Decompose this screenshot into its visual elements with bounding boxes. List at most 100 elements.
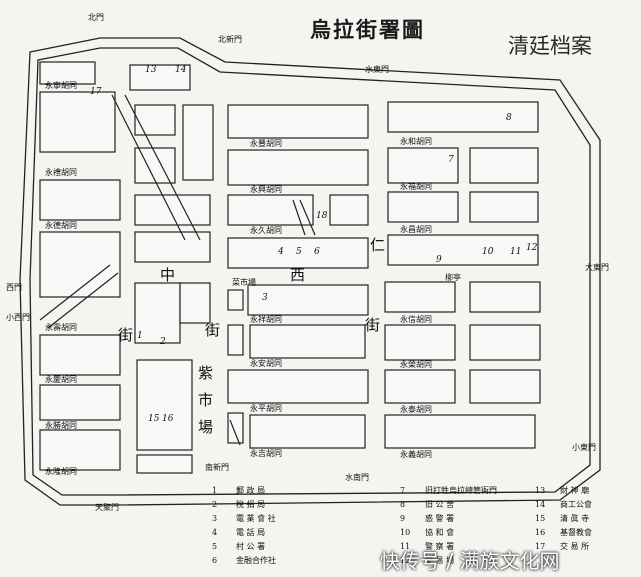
- legend-entry: 惑 警 署: [425, 513, 454, 523]
- lane-yongan: 永安胡同: [250, 358, 282, 368]
- legend-number: 5: [212, 542, 217, 551]
- legend-entry: 村 公 署: [236, 541, 265, 551]
- legend-number: 7: [400, 486, 405, 495]
- legend-number: 12: [400, 556, 410, 565]
- legend-entry: 電 話 局: [236, 527, 265, 537]
- place-number: 8: [506, 113, 512, 123]
- place-number: 11: [510, 247, 521, 257]
- street-chang: 場: [198, 418, 213, 436]
- legend-entry: 交 易 場: [425, 555, 454, 565]
- street-xi: 西: [290, 266, 305, 284]
- gate-west: 西門: [6, 283, 22, 292]
- map-title: 烏拉街署圖: [310, 17, 425, 42]
- legend-number: 15: [535, 514, 545, 523]
- legend-number: 9: [400, 514, 405, 523]
- place-number: 4: [277, 247, 284, 257]
- legend-entry: 清 眞 寺: [560, 513, 589, 523]
- gate-east-large: 大東門: [585, 262, 609, 272]
- city-wall: [19, 37, 601, 506]
- gate-tianji: 天聚門: [95, 503, 119, 512]
- legend-number: 6: [212, 556, 217, 565]
- legend-number: 3: [212, 514, 217, 523]
- legend-number: 13: [535, 486, 545, 495]
- gate-north: 北門: [88, 13, 104, 22]
- place-number: 16: [162, 414, 174, 424]
- place-number: 14: [175, 65, 187, 75]
- legend-entry: 基督教會: [560, 527, 592, 537]
- gate-north-new: 北新門: [218, 34, 242, 44]
- legend-entry: 稅 捐 局: [236, 499, 265, 509]
- street-zi: 紫: [198, 364, 213, 382]
- lane-yongchang: 永昌胡同: [400, 224, 432, 234]
- legend-number: 2: [212, 500, 217, 509]
- lane-yongqing: 永慶胡同: [45, 374, 77, 384]
- lane-yongxiang: 永祥胡同: [250, 314, 282, 324]
- street-ren: 仁: [370, 236, 385, 254]
- legend-entry: 電 業 會 社: [236, 513, 276, 523]
- lane-yongshou: 永壽胡同: [45, 322, 77, 332]
- legend: 1 郵 政 局 2 稅 捐 局 3 電 業 會 社 4 電 話 局 5 村 公 署 6 金融合作社 7 旧…: [212, 485, 592, 565]
- legend-number: 17: [535, 542, 545, 551]
- legend-entry: 商工公會: [560, 499, 592, 509]
- place-number: 6: [314, 247, 320, 257]
- legend-entry: 旧 公 舍: [425, 499, 454, 509]
- legend-number: 16: [535, 528, 545, 537]
- city-blocks: [39, 61, 541, 474]
- place-number: 9: [436, 255, 442, 265]
- lane-yongtai: 永泰胡同: [400, 404, 432, 414]
- label-liuting: 柳亭: [445, 272, 461, 282]
- place-number: 2: [159, 337, 166, 347]
- lane-yongyi: 永義胡同: [400, 449, 432, 459]
- legend-number: 4: [212, 528, 217, 537]
- brand-label: 清廷档案: [508, 34, 592, 58]
- legend-entry: 警 察 署: [425, 541, 454, 551]
- lane-yongfu: 永福胡同: [400, 181, 432, 191]
- place-number: 17: [90, 87, 102, 97]
- lane-yongli: 永禮胡同: [45, 167, 77, 177]
- watermark: 快传号 / 满族文化网: [380, 549, 560, 573]
- street-jie3: 街: [365, 316, 380, 334]
- legend-entry: 財 神 廟: [560, 485, 589, 495]
- lane-yonglong: 永隆胡同: [45, 466, 77, 476]
- legend-entry: 協 和 會: [425, 527, 454, 537]
- legend-entry: 郵 政 局: [236, 485, 265, 495]
- place-number: 5: [296, 247, 302, 257]
- lane-yonghe: 永和胡同: [400, 136, 432, 146]
- gate-south-water: 水南門: [345, 472, 369, 482]
- lane-yongji: 永吉胡同: [250, 448, 282, 458]
- lane-yongjiu: 永久胡同: [250, 225, 282, 235]
- lane-yongsheng: 永勝胡同: [45, 420, 77, 430]
- legend-number: 11: [400, 542, 410, 551]
- legend-entry: 旧打牲烏拉總管衙門: [425, 485, 497, 495]
- lane-yongyu: 永豐胡同: [250, 138, 282, 148]
- lane-yongxin: 永信胡同: [400, 314, 432, 324]
- gate-east-water: 水東門: [365, 64, 389, 74]
- street-jie: 街: [118, 326, 133, 344]
- legend-number: 1: [212, 486, 217, 495]
- label-vegetable-market: 菜市場: [232, 277, 256, 287]
- lane-yongning: 永寧胡同: [45, 80, 77, 90]
- place-number: 10: [482, 247, 494, 257]
- legend-number: 8: [400, 500, 405, 509]
- legend-entry: 交 易 所: [560, 541, 589, 551]
- place-number: 12: [526, 243, 538, 253]
- gate-west-small: 小西門: [6, 313, 30, 322]
- lane-yongxing: 永興胡同: [250, 184, 282, 194]
- place-number: 15: [148, 414, 160, 424]
- legend-number: 10: [400, 528, 410, 537]
- street-shi: 市: [198, 391, 213, 409]
- street-jie2: 街: [205, 321, 220, 339]
- place-number: 18: [316, 211, 328, 221]
- lane-yongping: 永平胡同: [250, 403, 282, 413]
- place-number: 3: [262, 293, 268, 303]
- place-number: 7: [448, 155, 454, 165]
- place-number: 13: [145, 65, 157, 75]
- gate-east-small: 小東門: [572, 442, 596, 452]
- legend-entry: 金融合作社: [236, 555, 276, 565]
- gate-south-new: 南新門: [205, 462, 229, 472]
- lane-yongrong: 永榮胡同: [400, 359, 432, 369]
- lane-yongde: 永德胡同: [45, 220, 77, 230]
